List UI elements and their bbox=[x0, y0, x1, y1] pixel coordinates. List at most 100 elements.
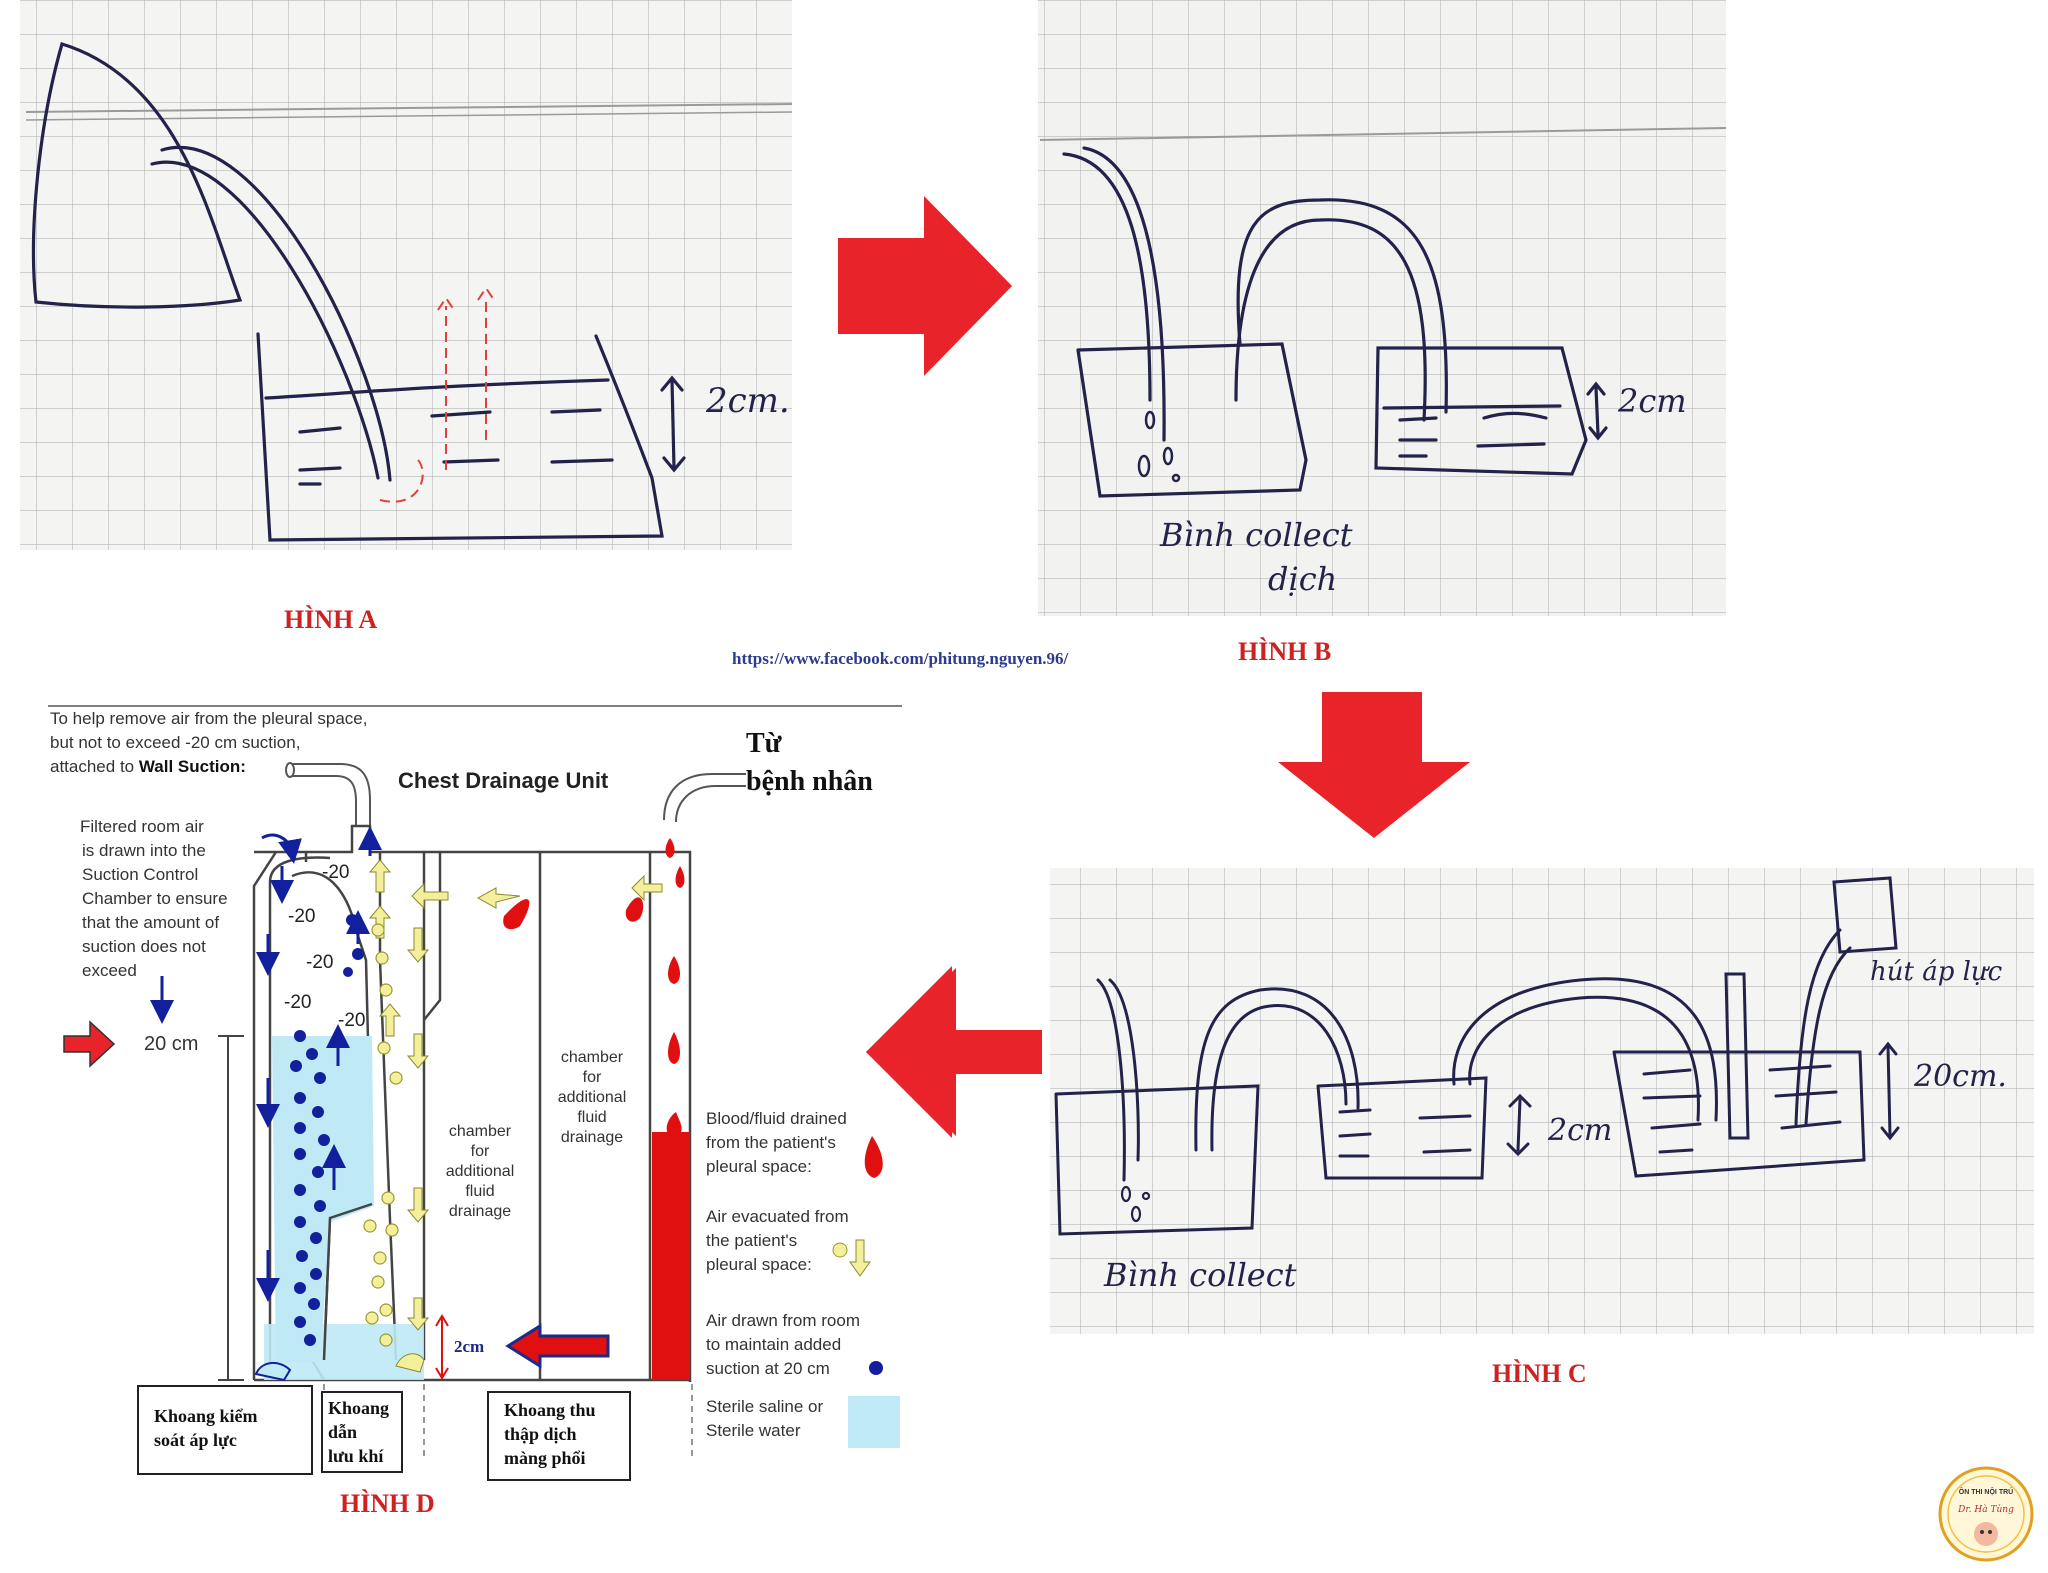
box-air-chamber bbox=[321, 1391, 403, 1473]
arrow-down-icon bbox=[1278, 692, 1470, 838]
suction-flow-arrows bbox=[150, 826, 382, 1302]
svg-text:additional: additional bbox=[558, 1089, 627, 1106]
svg-text:Khoang: Khoang bbox=[328, 1398, 389, 1418]
legend-item-blood: Blood/fluid drained from the patient's p… bbox=[706, 1109, 883, 1178]
svg-text:drainage: drainage bbox=[561, 1129, 623, 1146]
height-label: 20 cm bbox=[144, 1033, 198, 1055]
svg-text:pleural space:: pleural space: bbox=[706, 1255, 812, 1274]
svg-text:from the patient's: from the patient's bbox=[706, 1133, 836, 1152]
svg-text:Air drawn from room: Air drawn from room bbox=[706, 1311, 860, 1330]
svg-text:additional: additional bbox=[446, 1163, 515, 1180]
svg-text:suction at 20 cm: suction at 20 cm bbox=[706, 1359, 830, 1378]
filtered-air-note: Filtered room air is drawn into the Suct… bbox=[80, 817, 228, 980]
svg-text:chamber: chamber bbox=[449, 1123, 512, 1140]
panel-b-sketch bbox=[1062, 146, 1608, 498]
air-bubble-icon bbox=[832, 1242, 848, 1258]
pressure-labels: -20 -20 -20 -20 -20 bbox=[284, 862, 365, 1031]
panel-a-bubbles bbox=[379, 286, 495, 503]
panel-c-level-label-small: 2cm bbox=[1547, 1113, 1612, 1148]
panel-a-sketch bbox=[31, 41, 686, 542]
pressure-label-5: -20 bbox=[338, 1010, 365, 1031]
box-pressure-chamber bbox=[137, 1385, 313, 1475]
blue-dot-icon bbox=[869, 1361, 883, 1375]
panel-b-level-label: 2cm bbox=[1617, 382, 1687, 420]
legend: Blood/fluid drained from the patient's p… bbox=[706, 1109, 900, 1448]
panel-c-level-label-large: 20cm. bbox=[1913, 1059, 2007, 1094]
panel-d-title: Chest Drainage Unit bbox=[398, 768, 609, 793]
panel-b-bottle-label-1: Bình collect bbox=[1159, 516, 1353, 554]
chamber-label-2: chamber for additional fluid drainage bbox=[558, 1049, 627, 1146]
panel-a: 2cm. HÌNH A bbox=[20, 0, 793, 634]
from-patient-1: Từ bbox=[746, 728, 783, 759]
panel-c-bottle-label: Bình collect bbox=[1103, 1256, 1297, 1294]
note-line-5: that the amount of bbox=[82, 913, 219, 932]
panel-b-grid bbox=[1038, 0, 1726, 616]
svg-text:to maintain added: to maintain added bbox=[706, 1335, 841, 1354]
svg-text:for: for bbox=[471, 1143, 490, 1160]
water-seal-label: 2cm bbox=[454, 1337, 484, 1356]
svg-text:Khoang kiểm: Khoang kiểm bbox=[154, 1406, 258, 1426]
svg-text:thập dịch: thập dịch bbox=[504, 1424, 577, 1444]
from-patient-2: bệnh nhân bbox=[746, 766, 873, 797]
vn-label-boxes: Khoang kiểm soát áp lực Khoang dẫn lưu k… bbox=[137, 1385, 631, 1481]
header-line-1: To help remove air from the pleural spac… bbox=[50, 709, 368, 728]
note-line-6: suction does not bbox=[82, 937, 206, 956]
svg-text:dẫn: dẫn bbox=[328, 1422, 357, 1442]
panel-a-caption: HÌNH A bbox=[284, 605, 377, 634]
note-line-4: Chamber to ensure bbox=[82, 889, 228, 908]
svg-text:attached to Wall Suction:: attached to Wall Suction: bbox=[50, 757, 246, 776]
note-line-2: is drawn into the bbox=[82, 841, 206, 860]
logo-line-1: ÔN THI NỘI TRÚ bbox=[1959, 1487, 2013, 1496]
blood-drop-icon bbox=[864, 1136, 883, 1178]
arrow-right-icon bbox=[838, 196, 1012, 376]
svg-text:for: for bbox=[583, 1069, 602, 1086]
panel-b-bottle-label-2: dịch bbox=[1268, 560, 1337, 598]
svg-text:Khoang thu: Khoang thu bbox=[504, 1400, 596, 1420]
water-seal-arrow-icon bbox=[505, 1323, 610, 1369]
panel-c-sketch bbox=[1054, 876, 1900, 1236]
panel-a-level-label: 2cm. bbox=[705, 381, 790, 421]
logo-line-2: Dr. Hà Tùng bbox=[1957, 1504, 2014, 1515]
legend-item-air-evacuated: Air evacuated from the patient's pleural… bbox=[706, 1207, 871, 1277]
svg-text:fluid: fluid bbox=[465, 1183, 494, 1200]
sterile-water-swatch bbox=[848, 1396, 900, 1448]
note-line-3: Suction Control bbox=[82, 865, 198, 884]
panel-d-caption: HÌNH D bbox=[340, 1489, 435, 1518]
panel-c-suction-label: hút áp lực bbox=[1870, 957, 2003, 987]
header-line-3: attached to bbox=[50, 757, 134, 776]
blood-drops bbox=[503, 838, 685, 1064]
pressure-label-1: -20 bbox=[322, 862, 349, 883]
svg-text:Sterile water: Sterile water bbox=[706, 1421, 801, 1440]
panel-c-bubbles bbox=[1120, 1185, 1151, 1223]
svg-text:pleural space:: pleural space: bbox=[706, 1157, 812, 1176]
box-fluid-chamber bbox=[487, 1391, 631, 1481]
legend-item-sterile-water: Sterile saline or Sterile water bbox=[706, 1396, 900, 1448]
pressure-label-4: -20 bbox=[284, 992, 311, 1013]
pressure-label-3: -20 bbox=[306, 952, 333, 973]
panel-b-bubbles bbox=[1137, 410, 1181, 483]
svg-text:drainage: drainage bbox=[449, 1203, 511, 1220]
pressure-label-2: -20 bbox=[288, 906, 315, 927]
header-line-2: but not to exceed -20 cm suction, bbox=[50, 733, 300, 752]
air-arrow-icon bbox=[849, 1239, 871, 1277]
source-url: https://www.facebook.com/phitung.nguyen.… bbox=[732, 649, 1069, 668]
panel-c-caption: HÌNH C bbox=[1492, 1359, 1587, 1388]
blood-column bbox=[652, 1132, 690, 1380]
legend-item-air-drawn: Air drawn from room to maintain added su… bbox=[706, 1311, 883, 1378]
svg-text:Blood/fluid drained: Blood/fluid drained bbox=[706, 1109, 847, 1128]
height-arrow-icon bbox=[63, 1020, 116, 1068]
panel-d: To help remove air from the pleural spac… bbox=[48, 705, 902, 1518]
svg-text:Sterile saline or: Sterile saline or bbox=[706, 1397, 824, 1416]
suction-bubbles bbox=[290, 914, 364, 1346]
svg-text:chamber: chamber bbox=[561, 1049, 624, 1066]
svg-text:màng phổi: màng phổi bbox=[504, 1448, 586, 1468]
panel-b: 2cm Bình collect dịch HÌNH B bbox=[1038, 0, 1727, 666]
svg-text:fluid: fluid bbox=[577, 1109, 606, 1126]
air-bubbles bbox=[363, 923, 403, 1347]
note-line-1: Filtered room air bbox=[80, 817, 204, 836]
panel-c: 2cm 20cm. hút áp lực Bình collect HÌNH C bbox=[1050, 868, 2034, 1388]
sterile-water-suction bbox=[272, 1036, 374, 1362]
svg-text:lưu khí: lưu khí bbox=[328, 1446, 384, 1466]
header-bold: Wall Suction: bbox=[139, 757, 246, 776]
